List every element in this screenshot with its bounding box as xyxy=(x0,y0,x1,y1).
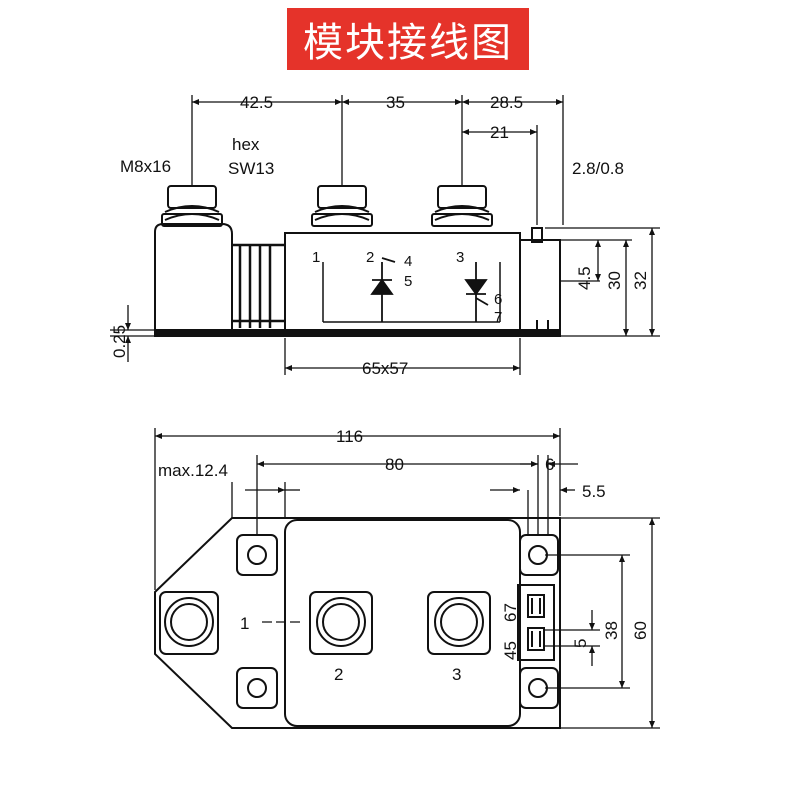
screw-1 xyxy=(161,185,223,227)
terminal-label-2: 2 xyxy=(366,249,374,266)
terminal-label-7: 7 xyxy=(494,309,502,326)
label-sw13: SW13 xyxy=(228,159,274,178)
terminal-top-label-2: 2 xyxy=(334,665,343,684)
dim-30: 30 xyxy=(605,271,624,290)
thyristor-symbol-1 xyxy=(370,257,396,322)
side-view-labels: 42.5 35 28.5 21 M8x16 hex SW13 2.8/0.8 6… xyxy=(110,93,650,378)
thyristor-symbol-2 xyxy=(464,262,489,322)
dim-6: 6 xyxy=(545,455,554,474)
dim-42-5: 42.5 xyxy=(240,93,273,112)
dim-21: 21 xyxy=(490,123,509,142)
dim-28-5: 28.5 xyxy=(490,93,523,112)
dim-38: 38 xyxy=(602,621,621,640)
terminal-2-stud xyxy=(309,591,373,655)
mount-hole-top-left xyxy=(236,534,278,576)
left-terminal-block xyxy=(154,223,233,331)
dim-5: 5 xyxy=(571,639,590,648)
title-banner: 模块接线图 xyxy=(287,8,529,70)
side-view xyxy=(110,95,660,375)
terminal-3-stud xyxy=(427,591,491,655)
terminal-label-3: 3 xyxy=(456,249,464,266)
terminal-top-label-1: 1 xyxy=(240,614,249,633)
terminal-top-label-3: 3 xyxy=(452,665,461,684)
housing-outline xyxy=(154,517,561,729)
aux-label-45: 45 xyxy=(501,641,520,660)
aux-label-67: 67 xyxy=(501,603,520,622)
dim-4-5: 4.5 xyxy=(575,266,594,290)
dim-0-25: 0.25 xyxy=(110,325,129,358)
dim-65x57: 65x57 xyxy=(362,359,408,378)
screw-3 xyxy=(431,185,493,227)
cooling-ribs xyxy=(232,243,285,328)
dim-80: 80 xyxy=(385,455,404,474)
inner-body xyxy=(284,519,521,727)
top-view-labels: 116 max.12.4 80 6 5.5 38 60 5 1 2 3 45 6… xyxy=(158,427,650,684)
terminal-1-stud xyxy=(159,591,219,655)
page-title: 模块接线图 xyxy=(303,20,513,66)
terminal-label-1: 1 xyxy=(312,249,320,266)
label-hex: hex xyxy=(232,135,260,154)
top-view xyxy=(154,428,660,729)
aux-connector xyxy=(517,584,555,661)
dim-60: 60 xyxy=(631,621,650,640)
terminal-label-4: 4 xyxy=(404,253,412,270)
dim-2-8-0-8: 2.8/0.8 xyxy=(572,159,624,178)
terminal-label-6: 6 xyxy=(494,291,502,308)
screw-2 xyxy=(311,185,373,227)
dim-max-12-4: max.12.4 xyxy=(158,461,228,480)
dim-35: 35 xyxy=(386,93,405,112)
dim-5-5: 5.5 xyxy=(582,482,606,501)
mount-hole-bottom-left xyxy=(236,667,278,709)
dim-116: 116 xyxy=(336,427,363,446)
aux-terminal-block xyxy=(519,239,561,331)
label-m8x16: M8x16 xyxy=(120,157,171,176)
dim-32: 32 xyxy=(631,271,650,290)
terminal-label-5: 5 xyxy=(404,273,412,290)
